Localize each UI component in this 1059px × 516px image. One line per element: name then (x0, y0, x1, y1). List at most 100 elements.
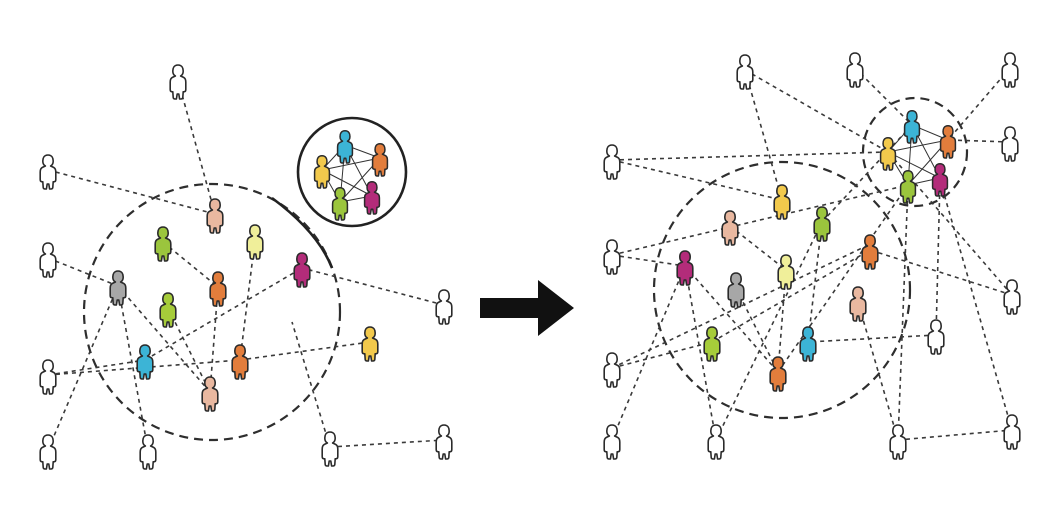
link (744, 69, 889, 153)
link (177, 79, 216, 215)
person-icon (927, 319, 945, 355)
person-icon (1003, 279, 1021, 315)
person-icon (603, 239, 621, 275)
person-icon (879, 136, 897, 171)
right-community-boundary (652, 160, 912, 420)
person-icon (846, 52, 864, 88)
left-links (47, 79, 445, 451)
link (939, 179, 1013, 431)
person-icon (603, 352, 621, 388)
person-icon (336, 129, 354, 164)
link (291, 321, 331, 448)
link (897, 429, 1013, 441)
left-community-solid-edge (271, 196, 334, 269)
person-icon (777, 254, 795, 290)
link (611, 184, 909, 256)
left-network (39, 64, 453, 470)
link (611, 341, 713, 369)
person-icon (903, 109, 921, 144)
person-icon (799, 326, 817, 362)
link (854, 67, 913, 126)
person-icon (603, 424, 621, 460)
person-icon (899, 169, 917, 204)
link (684, 265, 717, 441)
person-icon (293, 252, 311, 288)
link (807, 334, 937, 343)
person-icon (39, 434, 57, 470)
link (47, 359, 146, 376)
link (857, 301, 899, 441)
link (301, 267, 445, 306)
person-icon (361, 326, 379, 362)
link (869, 249, 1013, 296)
link (935, 179, 941, 336)
person-icon (231, 344, 249, 380)
person-icon (313, 154, 331, 189)
person-icon (136, 344, 154, 380)
person-icon (1001, 126, 1019, 162)
person-icon (39, 359, 57, 395)
inset-people (313, 129, 389, 221)
person-icon (435, 424, 453, 460)
person-icon (603, 144, 621, 180)
person-icon (109, 270, 127, 306)
link (611, 247, 863, 369)
person-icon (206, 198, 224, 234)
link (162, 241, 219, 288)
link (947, 67, 1011, 141)
person-icon (39, 242, 57, 278)
link (715, 221, 823, 441)
person-icon (707, 424, 725, 460)
right-network (603, 52, 1021, 460)
link (711, 249, 871, 343)
link (47, 285, 119, 451)
person-icon (889, 424, 907, 460)
link (117, 285, 149, 451)
group-inset-circle (296, 116, 408, 228)
arrow-right-icon (480, 280, 574, 336)
person-icon (209, 271, 227, 307)
person-icon (813, 206, 831, 242)
left-people (39, 64, 453, 470)
person-icon (169, 64, 187, 100)
person-icon (769, 356, 787, 392)
link (167, 307, 211, 393)
right-people (603, 52, 1021, 460)
person-icon (939, 124, 957, 159)
person-icon (321, 431, 339, 467)
person-icon (703, 326, 721, 362)
person-icon (676, 250, 694, 286)
cluster-people (879, 109, 957, 204)
person-icon (39, 154, 57, 190)
person-icon (721, 210, 739, 246)
person-icon (861, 234, 879, 270)
link (47, 169, 216, 215)
link (897, 184, 909, 441)
person-icon (1001, 52, 1019, 88)
link (744, 69, 783, 201)
link (144, 267, 303, 361)
person-icon (371, 142, 389, 177)
link (611, 159, 783, 201)
person-icon (931, 162, 949, 197)
right-links (611, 67, 1013, 441)
person-icon (435, 289, 453, 325)
link (239, 341, 371, 361)
person-icon (773, 184, 791, 220)
person-icon (201, 376, 219, 412)
link (821, 124, 913, 223)
person-icon (139, 434, 157, 470)
person-icon (154, 226, 172, 262)
person-icon (736, 54, 754, 90)
link (47, 257, 119, 287)
link (947, 139, 1011, 143)
person-icon (363, 180, 381, 215)
link (735, 287, 779, 373)
link (729, 225, 787, 271)
person-icon (727, 272, 745, 308)
left-community-boundary (82, 182, 342, 442)
person-icon (1003, 414, 1021, 450)
person-icon (159, 292, 177, 328)
link (611, 151, 889, 161)
